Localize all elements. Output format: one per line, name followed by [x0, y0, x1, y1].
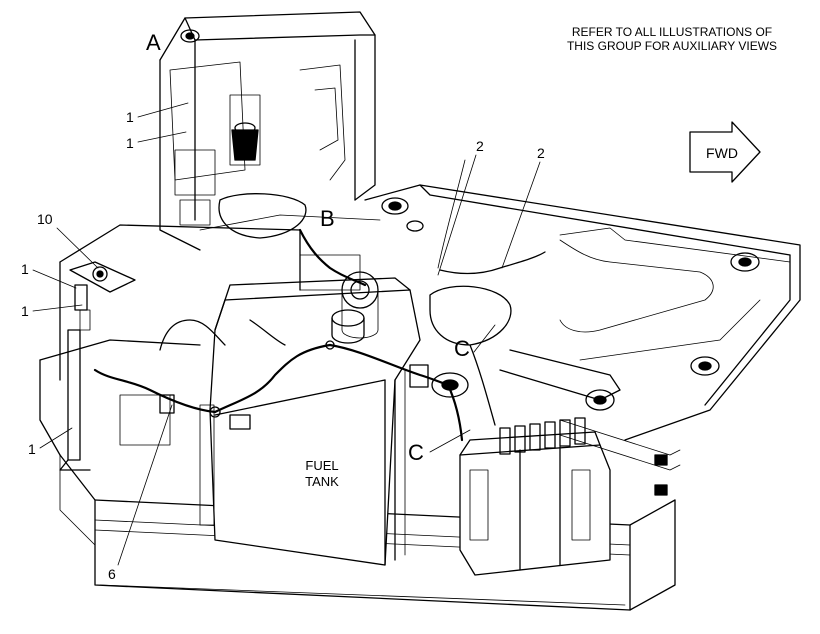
rear-deck: [364, 184, 801, 441]
view-b-label: B: [320, 206, 335, 231]
callout-1-left-upper: 1: [21, 261, 29, 277]
bracket-item-10: [69, 261, 136, 331]
instruction-note: REFER TO ALL ILLUSTRATIONS OF THIS GROUP…: [567, 25, 777, 53]
left-step: [39, 329, 201, 471]
wiring-harness: [93, 159, 546, 442]
valve-bank: [459, 417, 611, 576]
note-line-1: REFER TO ALL ILLUSTRATIONS OF: [572, 25, 772, 39]
fuel-tank: [199, 277, 421, 566]
callout-1-upper: 1: [126, 109, 134, 125]
note-line-2: THIS GROUP FOR AUXILIARY VIEWS: [567, 39, 777, 53]
callout-1-second: 1: [126, 135, 134, 151]
fuel-tank-label: FUEL TANK: [305, 458, 339, 489]
machine-line-art: [32, 11, 801, 611]
view-a-label: A: [146, 30, 161, 55]
deck-mounts: [381, 197, 760, 376]
view-c-label-lower: C: [408, 440, 424, 465]
fuel-tank-label-line-2: TANK: [305, 474, 339, 489]
view-c-label-upper: C: [454, 336, 470, 361]
console-tower: [159, 11, 376, 251]
callout-6: 6: [108, 566, 116, 582]
callout-10: 10: [37, 211, 53, 227]
callout-1-bottom: 1: [28, 441, 36, 457]
callout-2-left: 2: [476, 138, 484, 154]
callout-1-left-lower: 1: [21, 303, 29, 319]
view-markers: A B C C: [146, 30, 470, 465]
fwd-arrow-icon: [689, 121, 761, 183]
callout-2-right: 2: [537, 145, 545, 161]
fwd-label: FWD: [706, 145, 738, 161]
fuel-tank-label-line-1: FUEL: [305, 458, 338, 473]
pump-assembly: [429, 285, 681, 496]
callout-numbers: 1 1 2 2 10 1 1 1 6: [21, 109, 545, 582]
leader-lines: [32, 102, 541, 566]
